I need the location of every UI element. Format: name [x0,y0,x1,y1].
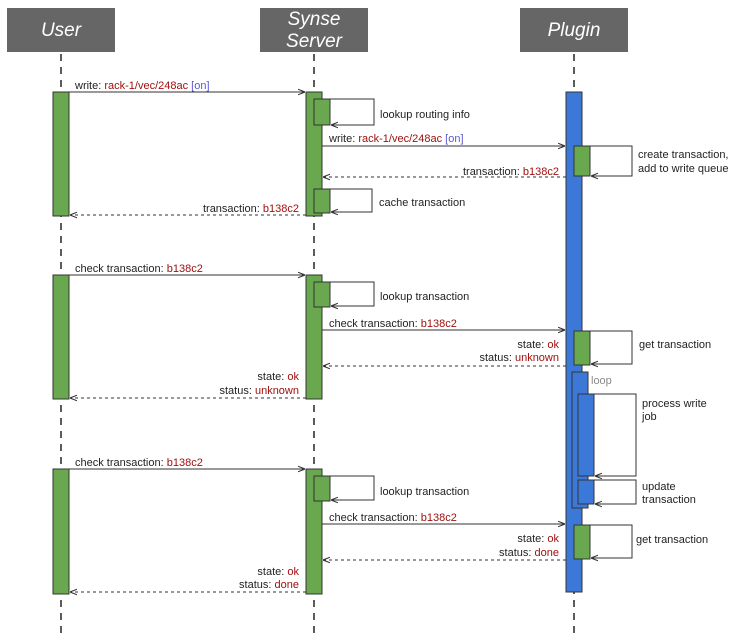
ret-state-3-label: state: ok [517,533,559,545]
self-lookup-transaction-1 [330,281,375,306]
plugin-update-activation [577,479,595,505]
ret-transaction-1-label: transaction: b138c2 [463,166,559,178]
plugin-process-activation [577,393,595,477]
participant-synse-server: Synse Server [260,8,368,52]
msg-check-4-label: check transaction: b138c2 [329,512,457,524]
self-lookup-routing [330,98,375,125]
user-activation-3 [52,468,70,595]
server-nested-activation-1 [313,98,331,126]
user-activation-1 [52,91,70,217]
msg-check-1-label: check transaction: b138c2 [75,263,203,275]
participant-user: User [7,8,115,52]
user-activation-2 [52,274,70,400]
msg-check-2-label: check transaction: b138c2 [329,318,457,330]
note-get-tx-2: get transaction [636,534,708,546]
note-create-tx-1: create transaction, [638,149,729,161]
self-get-transaction-1 [590,330,633,364]
self-update-transaction [594,479,637,504]
ret-status-1-label: status: unknown [479,352,559,364]
self-lookup-transaction-2 [330,475,375,500]
server-nested-activation-3 [313,281,331,308]
self-cache-transaction [330,188,373,212]
participant-plugin-label: Plugin [548,20,601,41]
msg-check-3-label: check transaction: b138c2 [75,457,203,469]
ret-state-2-label: state: ok [257,371,299,383]
note-process-2: job [641,411,657,423]
note-lookup-routing: lookup routing info [380,109,470,121]
note-get-tx-1: get transaction [639,339,711,351]
plugin-get-activation-2 [573,524,591,560]
ret-status-2-label: status: unknown [219,385,299,397]
self-get-transaction-2 [590,524,633,558]
server-nested-activation-2 [313,188,331,214]
note-cache-tx: cache transaction [379,197,465,209]
participant-plugin: Plugin [520,8,628,52]
note-lookup-tx-1: lookup transaction [380,291,469,303]
ret-status-3-label: status: done [499,547,559,559]
plugin-get-activation-1 [573,330,591,366]
ret-status-4-label: status: done [239,579,299,591]
participant-server-label-line1: Synse [288,9,341,30]
msg-write-1-label: write: rack-1/vec/248ac [on] [74,80,210,92]
self-process-write-job [594,393,637,476]
loop-label: loop [591,375,612,387]
self-create-transaction [590,145,633,176]
participant-user-label: User [41,20,82,41]
ret-state-1-label: state: ok [517,339,559,351]
note-update-1: update [642,481,676,493]
plugin-create-activation [573,145,591,177]
ret-state-4-label: state: ok [257,566,299,578]
msg-write-2-label: write: rack-1/vec/248ac [on] [328,133,464,145]
note-lookup-tx-2: lookup transaction [380,486,469,498]
ret-transaction-2-label: transaction: b138c2 [203,203,299,215]
participant-server-label-line2: Server [286,31,343,52]
note-create-tx-2: add to write queue [638,163,729,175]
note-process-1: process write [642,398,707,410]
server-nested-activation-4 [313,475,331,502]
note-update-2: transaction [642,494,696,506]
